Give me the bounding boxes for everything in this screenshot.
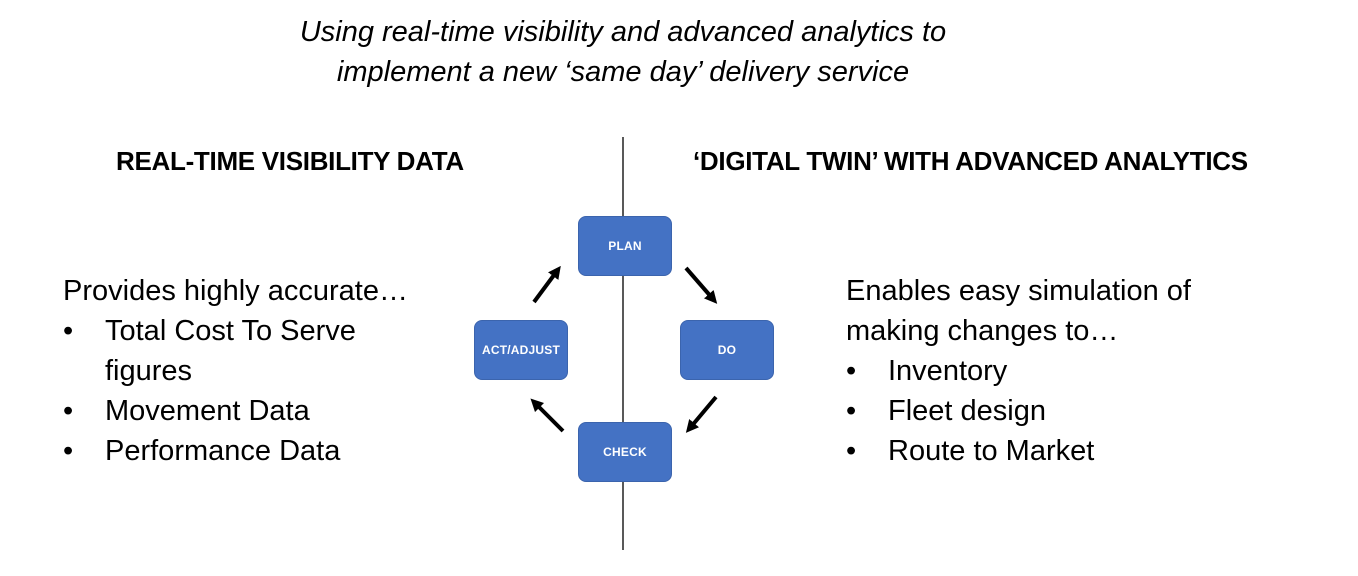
right-bullet-item: Fleet design bbox=[846, 391, 1191, 431]
right-bullet-item: Route to Market bbox=[846, 431, 1191, 471]
cycle-step-plan: PLAN bbox=[578, 216, 672, 276]
arrow-do-to-check-icon bbox=[685, 395, 718, 433]
title-line-1: Using real-time visibility and advanced … bbox=[299, 16, 947, 48]
slide-title: Using real-time visibility and advanced … bbox=[0, 12, 1246, 92]
cycle-step-act-adjust: ACT/ADJUST bbox=[474, 320, 568, 380]
left-intro: Provides highly accurate… bbox=[63, 275, 408, 307]
left-bullet-item: Total Cost To Serve figures bbox=[63, 311, 395, 391]
arrow-plan-to-do-icon bbox=[684, 266, 718, 304]
right-bullet-item: Inventory bbox=[846, 351, 1191, 391]
left-bullet-item: Movement Data bbox=[63, 391, 395, 431]
left-bullet-list: Total Cost To Serve figures Movement Dat… bbox=[63, 311, 408, 471]
center-divider bbox=[622, 137, 624, 550]
right-bullet-list: Inventory Fleet design Route to Market bbox=[846, 351, 1191, 471]
left-panel: Provides highly accurate… Total Cost To … bbox=[63, 271, 408, 471]
arrow-act-to-plan-icon bbox=[532, 265, 561, 304]
right-intro-line-1: Enables easy simulation of bbox=[846, 275, 1191, 307]
right-panel: Enables easy simulation of making change… bbox=[846, 271, 1191, 471]
left-bullet-item: Performance Data bbox=[63, 431, 395, 471]
cycle-step-do: DO bbox=[680, 320, 774, 380]
left-heading: REAL-TIME VISIBILITY DATA bbox=[116, 146, 464, 176]
right-intro-line-2: making changes to… bbox=[846, 315, 1119, 347]
arrow-check-to-act-icon bbox=[530, 398, 565, 433]
cycle-step-check: CHECK bbox=[578, 422, 672, 482]
right-heading: ‘DIGITAL TWIN’ WITH ADVANCED ANALYTICS bbox=[693, 146, 1248, 176]
title-line-2: implement a new ‘same day’ delivery serv… bbox=[336, 56, 910, 88]
